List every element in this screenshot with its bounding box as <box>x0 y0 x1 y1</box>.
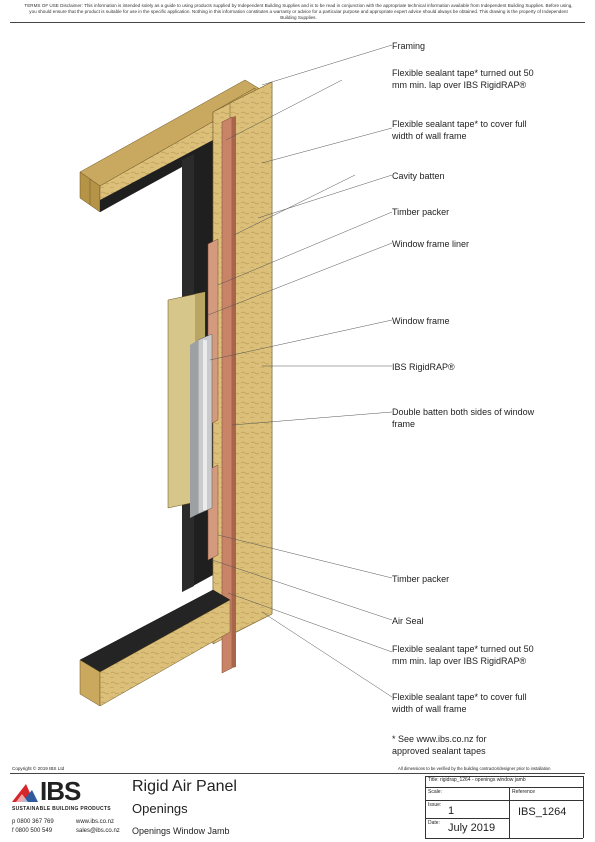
tb-title-label: Title: <box>428 777 439 783</box>
tb-date-label: Date: <box>428 820 440 826</box>
label-window-frame-liner: Window frame liner <box>392 239 470 249</box>
copyright: Copyright © 2019 IBS Ltd <box>12 766 65 771</box>
logo-text: IBS <box>40 776 81 806</box>
fax: f 0800 500 549 <box>12 828 53 834</box>
verify-note: All dimensions to be verified by the bui… <box>398 766 551 771</box>
sheet-subtitle: Openings <box>132 801 188 816</box>
label-tape-full-top: Flexible sealant tape* to cover full wid… <box>392 119 527 141</box>
header-rule <box>10 22 585 23</box>
tb-title-value: rigidrap_1264 - openings window jamb <box>440 777 526 783</box>
sheet-title: Rigid Air Panel <box>132 778 237 795</box>
label-framing: Framing <box>392 41 426 51</box>
label-footnote: * See www.ibs.co.nz for approved sealant… <box>392 734 487 756</box>
ibs-logo <box>12 784 38 802</box>
label-window-frame: Window frame <box>392 316 450 326</box>
website[interactable]: www.ibs.co.nz <box>76 819 115 825</box>
tb-scale-label: Scale: <box>428 789 442 795</box>
cavity-batten-strip <box>221 116 236 674</box>
email[interactable]: sales@ibs.co.nz <box>76 828 120 834</box>
label-rigidrap: IBS RigidRAP® <box>392 362 455 372</box>
disclaimer: TERMS OF USE Disclaimer: This informatio… <box>24 3 573 20</box>
label-tape-lap-top: Flexible sealant tape* turned out 50 mm … <box>392 68 534 90</box>
phone: p 0800 367 769 <box>12 819 54 825</box>
tb-issue-value: 1 <box>448 805 455 817</box>
label-cavity-batten: Cavity batten <box>392 171 445 181</box>
tb-reference-value: IBS_1264 <box>518 806 567 818</box>
label-timber-packer-top: Timber packer <box>392 207 450 217</box>
label-air-seal: Air Seal <box>392 616 424 626</box>
label-tape-lap-bottom: Flexible sealant tape* turned out 50 mm … <box>392 644 534 666</box>
leader-lines <box>207 44 393 698</box>
drawing-name: Openings Window Jamb <box>132 826 230 836</box>
label-timber-packer-bottom: Timber packer <box>392 574 450 584</box>
window-frame-section <box>190 333 213 518</box>
tb-reference-label: Reference <box>512 789 536 795</box>
tb-date-value: July 2019 <box>448 822 496 834</box>
label-tape-full-bottom: Flexible sealant tape* to cover full wid… <box>392 692 527 714</box>
label-double-batten: Double batten both sides of window frame <box>392 407 535 429</box>
logo-tagline: SUSTAINABLE BUILDING PRODUCTS <box>12 806 111 812</box>
tb-issue-label: Issue: <box>428 802 442 808</box>
footer-rule <box>10 773 585 774</box>
sill-framing <box>79 589 231 707</box>
sealant-tape-head <box>100 140 213 212</box>
